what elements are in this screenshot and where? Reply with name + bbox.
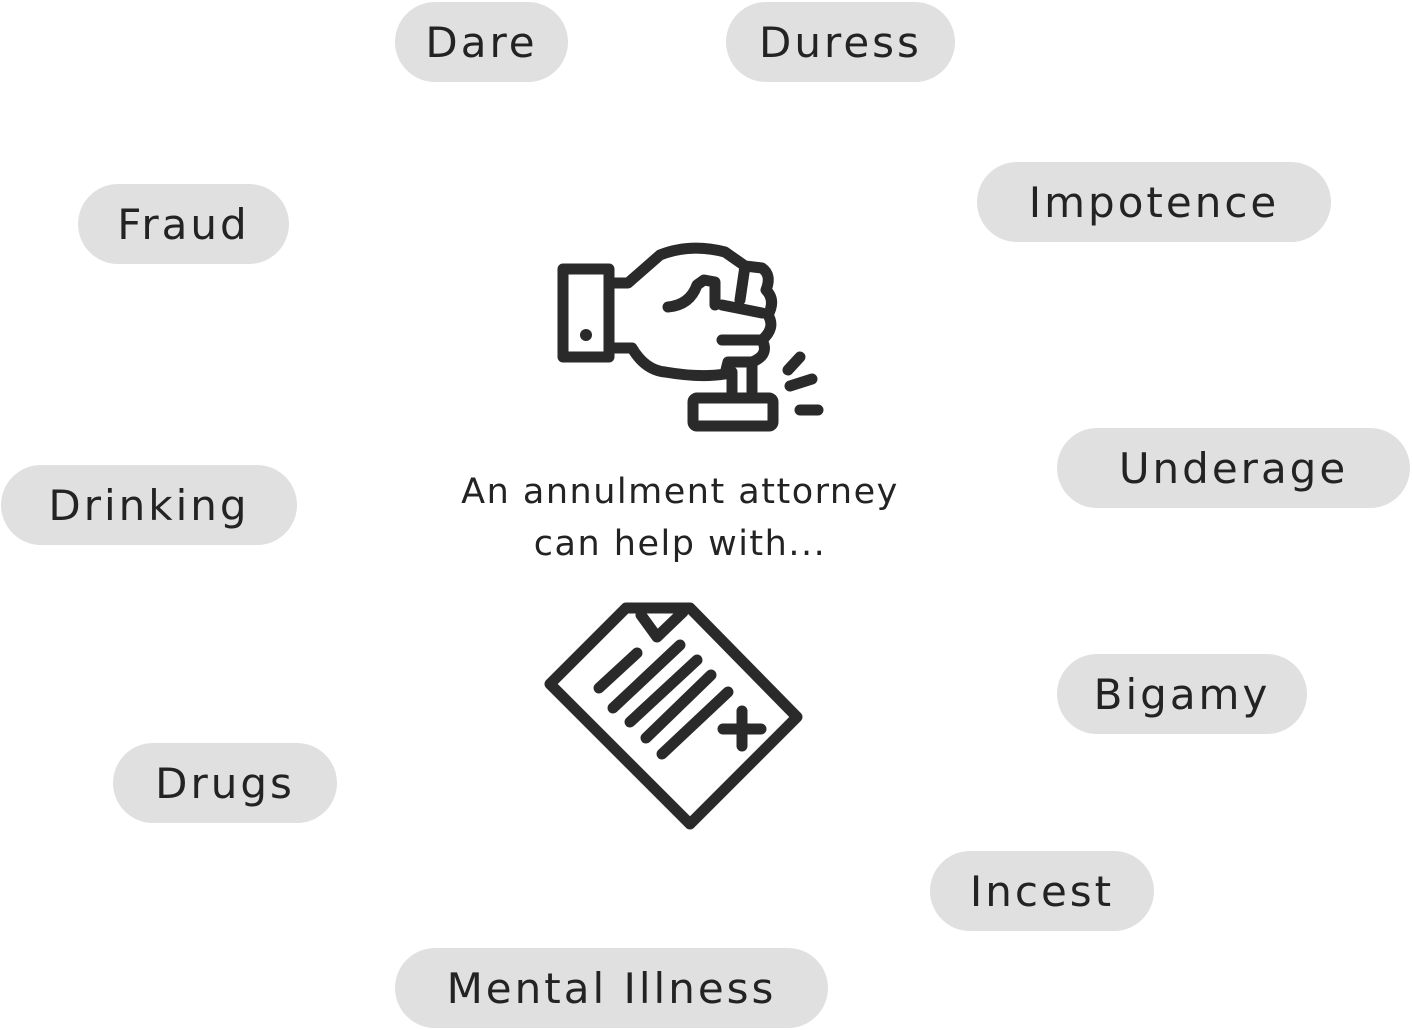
pill-duress: Duress	[726, 2, 955, 82]
hand-stamp-icon	[557, 242, 824, 432]
pill-drinking: Drinking	[1, 465, 297, 545]
center-caption: An annulment attorney can help with...	[380, 466, 980, 570]
pill-dare: Dare	[395, 2, 568, 82]
caption-line-2: can help with...	[533, 524, 827, 564]
pill-bigamy: Bigamy	[1057, 654, 1307, 734]
pill-incest: Incest	[930, 851, 1154, 931]
pill-underage: Underage	[1057, 428, 1410, 508]
pill-fraud: Fraud	[78, 184, 289, 264]
caption-line-1: An annulment attorney	[461, 472, 899, 512]
pill-mental-illness: Mental Illness	[395, 948, 828, 1028]
document-x-icon	[544, 602, 803, 830]
pill-drugs: Drugs	[113, 743, 337, 823]
pill-impotence: Impotence	[977, 162, 1331, 242]
